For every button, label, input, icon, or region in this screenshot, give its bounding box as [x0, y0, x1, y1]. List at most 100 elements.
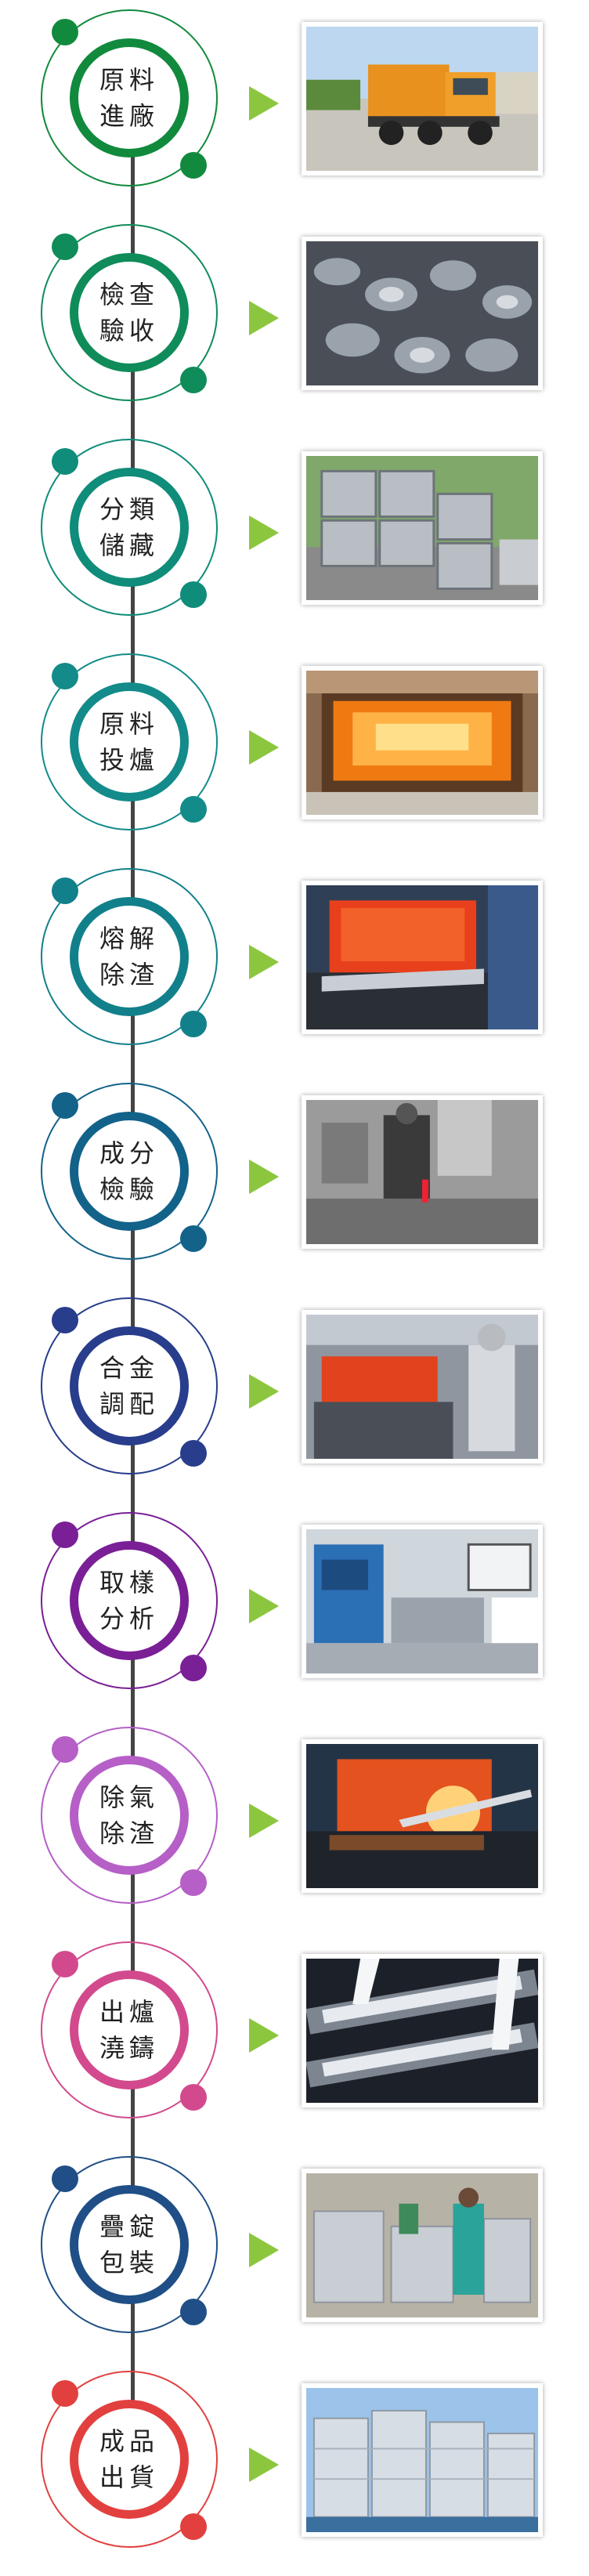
step-dot-bottom-right: [180, 581, 207, 608]
step-outer-ring: [41, 439, 218, 616]
step-dot-top-left: [52, 233, 78, 260]
step-label-line1: 檢查: [99, 280, 159, 309]
step-circle: 原料 投爐: [70, 682, 189, 801]
arrow-right-icon: [249, 2018, 279, 2053]
step-label: 檢查 驗收: [99, 277, 159, 349]
arrow-right-icon: [249, 1374, 279, 1409]
connector-line: [131, 118, 135, 2437]
step-outer-ring: [41, 1083, 218, 1260]
step-label-line1: 原料: [99, 709, 159, 739]
step-label-line2: 調配: [99, 1389, 159, 1419]
process-step-charging: 原料 投爐: [0, 644, 589, 859]
step-outer-ring: [41, 868, 218, 1045]
arrow-right-icon: [249, 945, 279, 979]
step-label-line1: 分類: [99, 494, 159, 524]
step-photo: [302, 881, 543, 1034]
step-circle: 成品 出貨: [70, 2400, 189, 2519]
process-step-sorting: 分類 儲藏: [0, 429, 589, 644]
casting-mould-icon: [306, 1959, 538, 2103]
scrap-pile-icon: [306, 241, 538, 385]
step-dot-bottom-right: [180, 1225, 207, 1252]
step-label-line2: 驗收: [99, 316, 159, 346]
step-dot-bottom-right: [180, 367, 207, 393]
step-dot-top-left: [52, 663, 78, 689]
step-dot-bottom-right: [180, 2299, 207, 2325]
step-photo: [302, 1739, 543, 1893]
step-dot-bottom-right: [180, 1011, 207, 1037]
step-outer-ring: [41, 2371, 218, 2548]
step-circle: 除氣 除渣: [70, 1756, 189, 1875]
step-dot-bottom-right: [180, 2084, 207, 2111]
step-dot-bottom-right: [180, 796, 207, 823]
ingot-stacking-icon: [306, 2173, 538, 2317]
step-label: 合金 調配: [99, 1350, 159, 1422]
process-step-inspection: 檢查 驗收: [0, 215, 589, 429]
step-dot-top-left: [52, 1736, 78, 1763]
process-step-melting: 熔解 除渣: [0, 859, 589, 1073]
step-label-line2: 澆鑄: [99, 2033, 159, 2063]
step-label: 成分 檢驗: [99, 1135, 159, 1207]
step-dot-top-left: [52, 1951, 78, 1977]
step-dot-top-left: [52, 877, 78, 904]
step-outer-ring: [41, 9, 218, 186]
step-label-line1: 取樣: [99, 1568, 159, 1597]
step-label-line1: 熔解: [99, 924, 159, 953]
step-label-line2: 出貨: [99, 2462, 159, 2492]
degassing-furnace-icon: [306, 1744, 538, 1888]
furnace-icon: [306, 671, 538, 815]
step-label-line2: 投爐: [99, 745, 159, 775]
process-step-stacking-packing: 疊錠 包裝: [0, 2147, 589, 2361]
step-label-line2: 除渣: [99, 1818, 159, 1848]
step-circle: 取樣 分析: [70, 1541, 189, 1660]
step-photo: [302, 2383, 543, 2537]
step-photo: [302, 666, 543, 819]
step-label-line1: 成品: [99, 2426, 159, 2456]
step-circle: 合金 調配: [70, 1326, 189, 1445]
step-photo: [302, 451, 543, 605]
step-label: 分類 儲藏: [99, 491, 159, 563]
step-dot-bottom-right: [180, 1655, 207, 1681]
step-photo: [302, 1525, 543, 1678]
molten-furnace-icon: [306, 885, 538, 1029]
arrow-right-icon: [249, 301, 279, 335]
truck-icon: [306, 27, 538, 171]
step-label-line1: 除氣: [99, 1782, 159, 1812]
arrow-right-icon: [249, 2448, 279, 2482]
process-step-sampling-analysis: 取樣 分析: [0, 1503, 589, 1717]
step-label: 原料 投爐: [99, 706, 159, 778]
step-outer-ring: [41, 2156, 218, 2333]
step-label: 除氣 除渣: [99, 1779, 159, 1851]
arrow-right-icon: [249, 730, 279, 765]
step-circle: 分類 儲藏: [70, 468, 189, 587]
process-step-alloying: 合金 調配: [0, 1288, 589, 1503]
arrow-right-icon: [249, 2233, 279, 2267]
step-photo: [302, 1095, 543, 1249]
step-label-line2: 進廠: [99, 101, 159, 131]
step-label: 熔解 除渣: [99, 921, 159, 993]
step-outer-ring: [41, 1512, 218, 1689]
step-dot-top-left: [52, 2380, 78, 2407]
step-circle: 疊錠 包裝: [70, 2185, 189, 2304]
step-photo: [302, 22, 543, 175]
protective-suit-worker-icon: [306, 1315, 538, 1459]
step-label: 成品 出貨: [99, 2423, 159, 2495]
step-label: 原料 進廠: [99, 62, 159, 134]
process-step-casting: 出爐 澆鑄: [0, 1932, 589, 2147]
step-label: 取樣 分析: [99, 1565, 159, 1637]
step-dot-top-left: [52, 1092, 78, 1119]
step-outer-ring: [41, 1941, 218, 2118]
process-step-degassing: 除氣 除渣: [0, 1717, 589, 1932]
step-outer-ring: [41, 653, 218, 830]
step-photo: [302, 1954, 543, 2107]
spectrometer-icon: [306, 1529, 538, 1673]
arrow-right-icon: [249, 1160, 279, 1194]
baled-scrap-icon: [306, 456, 538, 600]
step-dot-bottom-right: [180, 152, 207, 179]
step-label: 出爐 澆鑄: [99, 1994, 159, 2066]
step-circle: 原料 進廠: [70, 38, 189, 157]
step-label-line1: 合金: [99, 1353, 159, 1383]
step-dot-bottom-right: [180, 2513, 207, 2540]
step-photo: [302, 237, 543, 390]
ingot-stacks-icon: [306, 2388, 538, 2532]
